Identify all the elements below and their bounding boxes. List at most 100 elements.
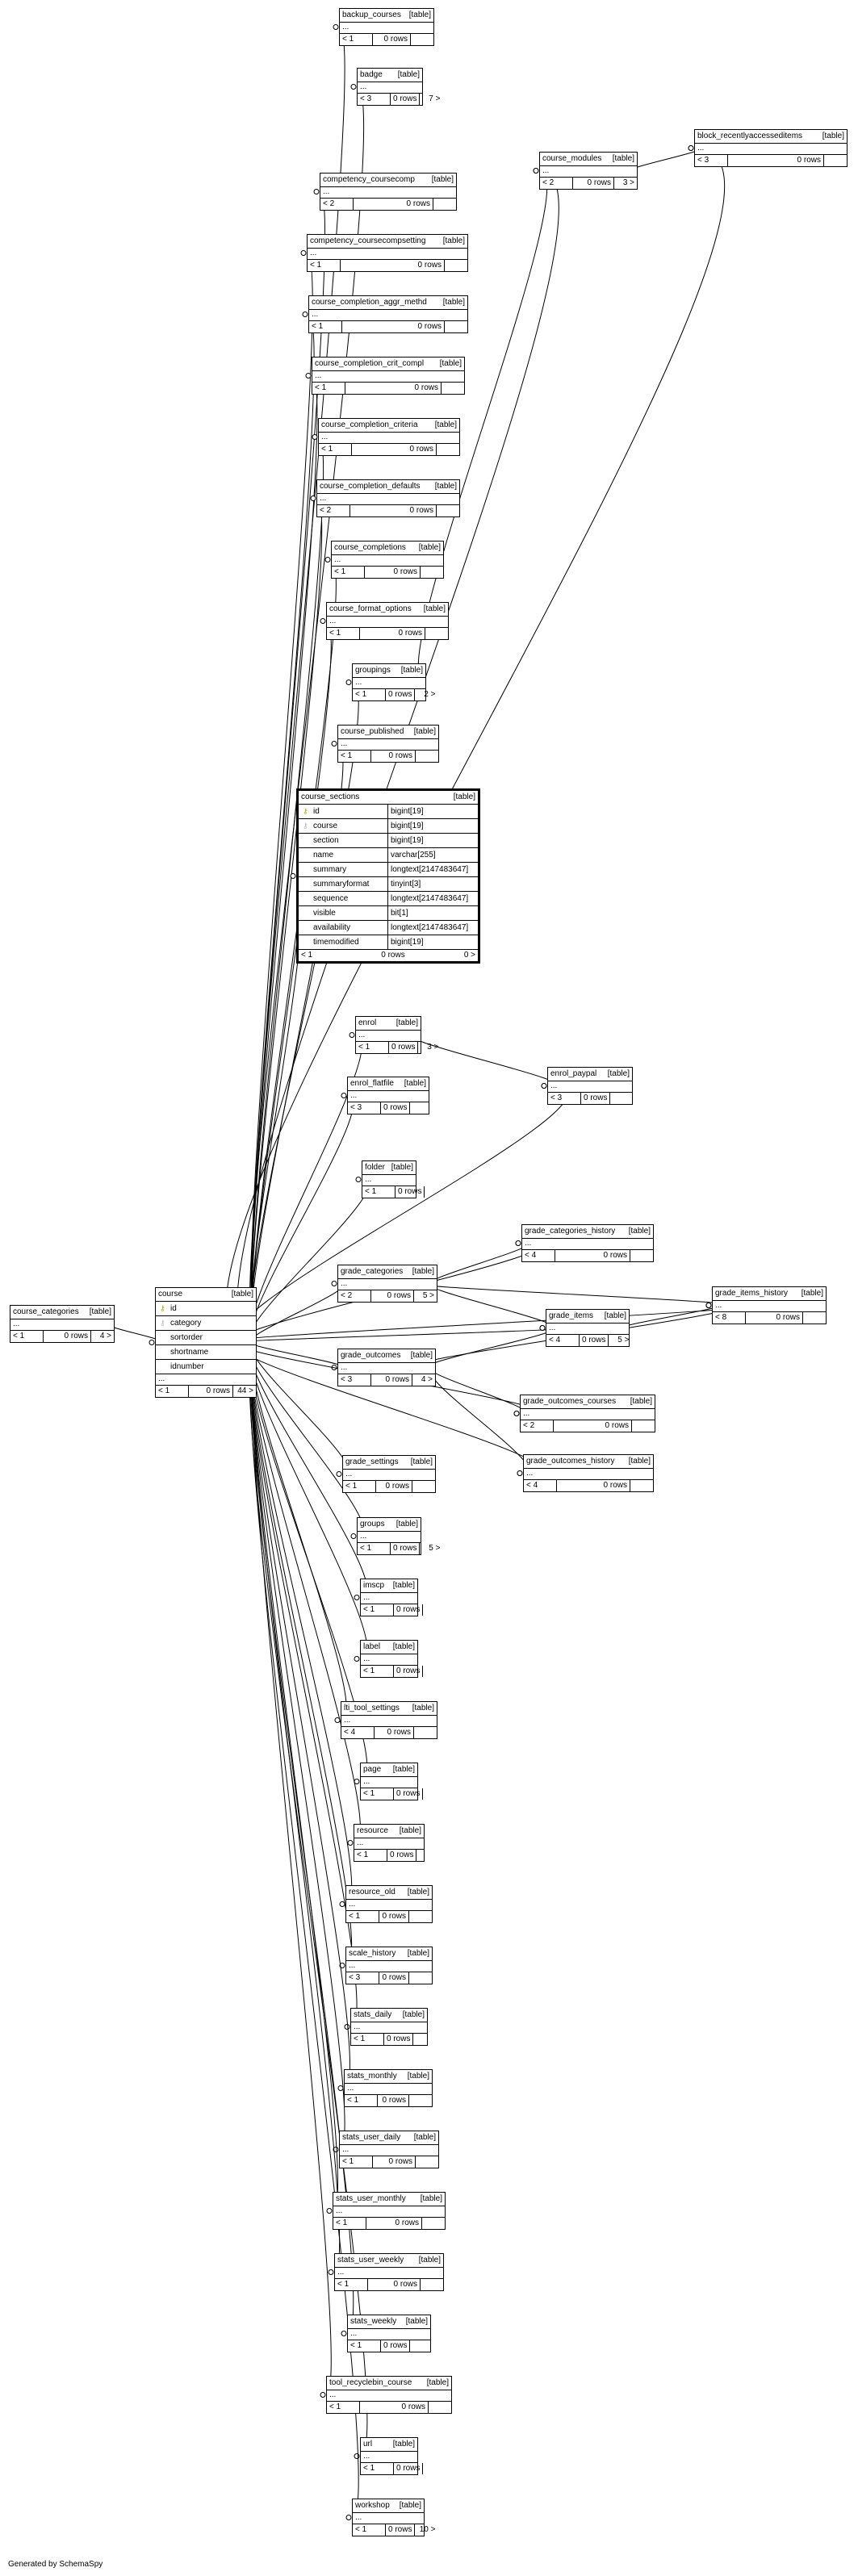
parent-count: < 3 [348, 1102, 381, 1114]
foreign-key-icon: ⚷ [303, 822, 308, 830]
table-header: workshop[table] [353, 2499, 424, 2513]
crowfoot-marker [344, 2024, 350, 2030]
crowfoot-marker [355, 1177, 362, 1182]
more-columns: ... [713, 1301, 826, 1312]
relationship-line [417, 170, 548, 683]
table-header: course_sections [table] [299, 791, 478, 805]
table-type: [table] [418, 543, 441, 552]
row-count: 0 rows [581, 1093, 611, 1104]
column-name: summary [313, 865, 347, 874]
table-course-completion-crit-compl[interactable]: course_completion_crit_compl[table]...< … [312, 357, 465, 395]
generated-by-note: Generated by SchemaSpy [8, 2560, 103, 2569]
relationship-line [249, 86, 365, 1343]
relationship-line [631, 148, 701, 171]
crowfoot-marker [326, 2208, 333, 2214]
child-count [429, 2402, 451, 2413]
table-header: page[table] [361, 1763, 417, 1777]
row-count: 0 rows [381, 1102, 411, 1114]
more-columns: ... [695, 144, 847, 155]
row-count: 0 rows [360, 2402, 429, 2413]
parent-count: < 3 [346, 1972, 379, 1984]
table-competency-coursecompsetting[interactable]: competency_coursecompsetting[table]...< … [307, 234, 468, 272]
parent-count: < 3 [338, 1374, 371, 1386]
table-type: [table] [400, 666, 423, 675]
row-count: 0 rows [189, 1386, 233, 1397]
more-columns: ... [340, 2145, 438, 2156]
more-columns: ... [356, 1031, 421, 1042]
parent-count: < 1 [309, 321, 342, 332]
column-row: idnumber [156, 1360, 256, 1374]
parent-count: < 1 [338, 751, 371, 762]
child-count [803, 1312, 826, 1324]
parent-count: < 1 [361, 1666, 394, 1677]
table-type: [table] [89, 1307, 111, 1316]
table-block-recentlyaccesseditems[interactable]: block_recentlyaccesseditems[table]...< 3… [694, 129, 848, 167]
row-count: 0 rows [379, 1972, 409, 1984]
parent-count: < 1 [301, 951, 313, 960]
table-course-completion-aggr-methd[interactable]: course_completion_aggr_methd[table]...< … [308, 295, 468, 333]
table-name: course [158, 1290, 183, 1298]
column-type: bit[1] [387, 906, 478, 920]
column-row: shortname [156, 1345, 256, 1360]
crowfoot-marker [539, 1325, 546, 1331]
child-count [409, 1972, 432, 1984]
child-count: 5 > [429, 1544, 441, 1553]
crowfoot-marker [354, 1656, 360, 1662]
crowfoot-marker [313, 189, 320, 194]
crowfoot-marker [339, 1901, 345, 1907]
child-count [630, 1250, 653, 1261]
child-count [416, 1850, 439, 1861]
table-name: course_completion_aggr_methd [312, 298, 427, 307]
